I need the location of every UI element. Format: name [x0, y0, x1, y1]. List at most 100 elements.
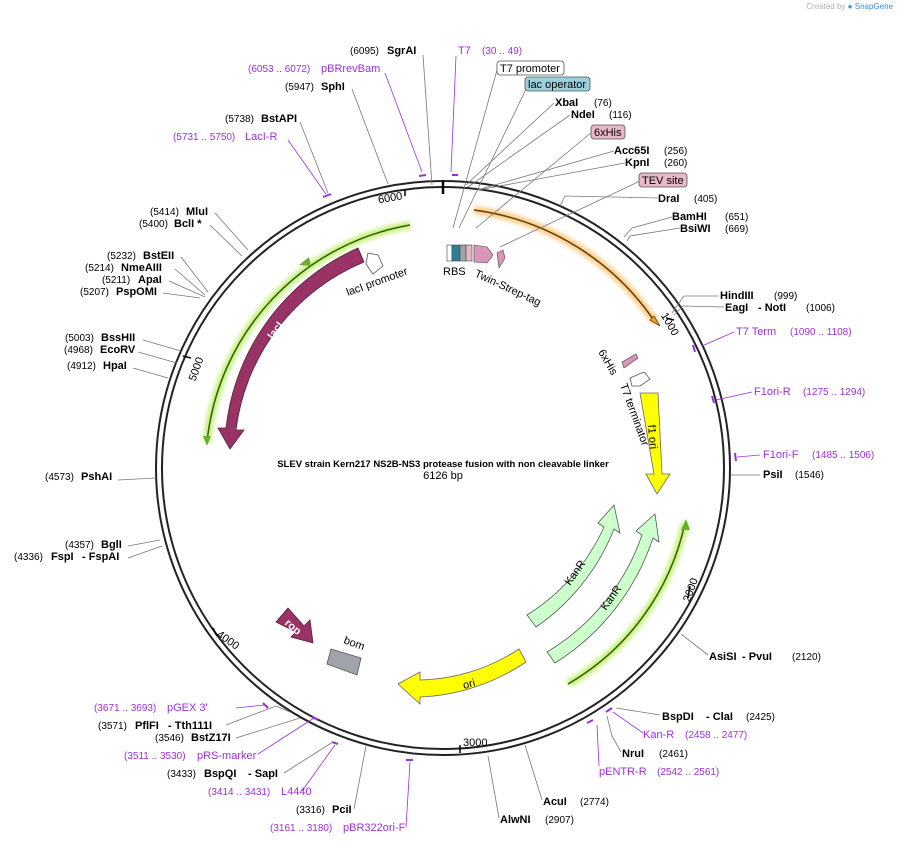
site-ecorv-name: EcoRV	[100, 344, 136, 356]
site-bstz17i-pos: (3546)	[155, 733, 184, 744]
site-bcli-pos: (5400)	[139, 219, 168, 230]
site-bstz17i-name: BstZ17I	[191, 732, 231, 744]
snapgene-logo-icon: ●	[847, 2, 853, 11]
site-acui-pos: (2774)	[580, 797, 609, 808]
tick-label-1000: 1000	[658, 311, 681, 338]
site-fspai-tspan: FspAI	[89, 551, 120, 563]
site-alwni-pos: (2907)	[545, 815, 574, 826]
t7-promoter-box	[496, 60, 565, 76]
site-bcli-name: BclI *	[174, 218, 202, 230]
orf-arc-left	[203, 221, 411, 446]
his6-inner-label: 6xHis	[595, 348, 619, 378]
site-acc65i-name: Acc65I	[614, 145, 649, 157]
site-asisi-name: AsiSI	[709, 651, 737, 663]
site-nrui-pos: (2461)	[659, 749, 688, 760]
site-bspqi-pos: (3433)	[167, 769, 196, 780]
bom-label: bom	[342, 635, 366, 654]
site-tth111i-name: - Tth111I	[168, 720, 212, 732]
ori-label: ori	[462, 677, 477, 692]
site-ecorv-pos: (4968)	[64, 345, 93, 356]
orf-arc-top	[473, 206, 661, 327]
primer-marks	[262, 174, 737, 761]
site-nmeaiii-pos: (5214)	[85, 263, 114, 274]
site-sgrai-pos: (6095)	[350, 46, 379, 57]
primer-pbrrevbam-name: pBRrevBam	[321, 63, 380, 75]
site-fspi-name: FspI	[51, 551, 74, 563]
site-sgrai-name: SgrAI	[387, 45, 416, 57]
primer-kanr-name: Kan-R	[643, 729, 674, 741]
tick-marks	[182, 190, 691, 753]
primer-lacir-name: LacI-R	[245, 131, 277, 143]
tick-1000	[665, 317, 675, 321]
tick-5000	[182, 355, 192, 359]
primer-kanr-range: (2458 .. 2477)	[685, 730, 747, 741]
site-xbai-pos: (76)	[594, 98, 612, 109]
site-clai-tspan: ClaI	[713, 711, 733, 723]
primer-t7term-name: T7 Term	[736, 326, 776, 338]
ori-arrow	[397, 648, 527, 705]
orf-arc-right	[565, 519, 690, 688]
site-kpni-pos: (260)	[664, 158, 687, 169]
site-acui-name: AcuI	[543, 796, 567, 808]
primer-l4440-range: (3414 .. 3431)	[208, 787, 270, 798]
site-bgli-pos: (4357)	[65, 540, 94, 551]
site-drai-pos: (405)	[694, 194, 717, 205]
site-sapi-name: - SapI	[248, 768, 278, 780]
kanr-arrow-2	[546, 513, 660, 664]
snapgene-credit: Created by ● SnapGene	[806, 2, 893, 11]
site-asisi-pos: (2120)	[792, 652, 821, 663]
site-pflfi-name: PflFI	[135, 720, 159, 732]
site-pvui-name: - PvuI	[742, 651, 772, 663]
t7-terminator-arrow	[629, 371, 651, 387]
laci-promoter-arrow	[365, 252, 384, 275]
site-drai-name: DraI	[658, 193, 679, 205]
site-hpai-name: HpaI	[103, 360, 127, 372]
site-noti-name: - NotI	[758, 302, 786, 314]
site-ndei-pos: (116)	[609, 110, 632, 121]
tick-4000	[212, 627, 218, 637]
site-bstapi-name: BstAPI	[261, 113, 297, 125]
site-fspai-name: - FspAI	[82, 551, 119, 563]
f1-ori-label: f1 ori	[645, 424, 659, 449]
site-nmeaiii-name: NmeAIII	[121, 262, 162, 274]
site-psppomi-pos: (5207)	[80, 287, 109, 298]
site-bsshii-pos: (5003)	[65, 333, 94, 344]
site-ndei-name: NdeI	[571, 109, 595, 121]
primer-f1orir-name: F1ori-R	[754, 386, 791, 398]
primer-pgex3-name: pGEX 3'	[167, 702, 208, 714]
primer-t7term-range: (1090 .. 1108)	[790, 327, 852, 338]
site-eagi-pos: (1006)	[806, 303, 835, 314]
site-pshai-name: PshAI	[81, 471, 112, 483]
primer-l4440-name: L4440	[281, 786, 312, 798]
primer-lacir-range: (5731 .. 5750)	[173, 132, 235, 143]
site-bamhi-name: BamHI	[672, 211, 707, 223]
site-bsiwi-name: BsiWI	[680, 223, 711, 235]
primer-prsmarker-name: pRS-marker	[197, 750, 257, 762]
site-psppomi-name: PspOMI	[116, 286, 157, 298]
small-features-top	[446, 244, 506, 269]
primer-f1orif-name: F1ori-F	[763, 449, 799, 461]
bom-box	[326, 648, 362, 676]
tick-label-5000: 5000	[187, 356, 207, 383]
tev-box-label: TEV site	[642, 175, 684, 187]
his6-box-label: 6xHis	[594, 127, 622, 139]
site-tth111i-tspan: Tth111I	[175, 720, 212, 732]
site-hpai-pos: (4912)	[67, 361, 96, 372]
site-pflfi-pos: (3571)	[98, 721, 127, 732]
lower-left-leaders	[225, 704, 411, 828]
tick-2000	[687, 585, 691, 599]
site-bstapi-pos: (5738)	[225, 114, 254, 125]
primer-pentrr-range: (2542 .. 2561)	[657, 767, 719, 778]
kanr-arrow-1	[526, 504, 621, 628]
site-nrui-name: NruI	[622, 748, 644, 760]
site-alwni-name: AlwNI	[500, 814, 531, 826]
his6-box	[590, 124, 626, 140]
his6-inner-arrow	[621, 353, 639, 369]
primer-pgex3-range: (3671 .. 3693)	[94, 703, 156, 714]
site-pcii-pos: (3316)	[296, 805, 325, 816]
rop-arrow	[275, 607, 314, 644]
site-xbai-name: XbaI	[555, 97, 578, 109]
site-hindiii-pos: (999)	[774, 291, 797, 302]
site-sphi-name: SphI	[321, 81, 345, 93]
